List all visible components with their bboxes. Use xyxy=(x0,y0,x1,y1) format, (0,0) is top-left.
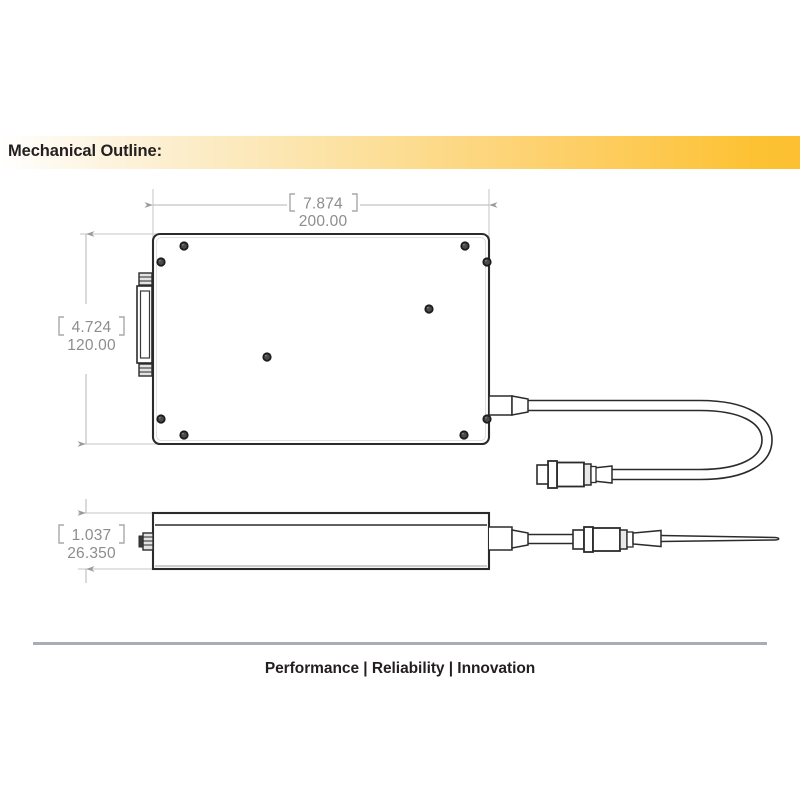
section-header-band xyxy=(0,136,800,169)
mechanical-outline-drawing: 7.874 200.00 4.724 120.00 xyxy=(58,189,780,583)
sma-connector-top-view xyxy=(536,460,613,489)
enclosure-top-outline xyxy=(151,232,491,446)
mechanical-drawing-container: 7.874 200.00 4.724 120.00 xyxy=(0,169,800,629)
screw-bottom-right-upper xyxy=(482,414,492,424)
dimension-thickness-inches: 1.037 xyxy=(72,527,112,544)
side-view xyxy=(138,511,780,571)
cable-top-view xyxy=(488,395,773,481)
dsub-connector-side-view xyxy=(138,532,154,551)
screw-bottom-left-lower xyxy=(179,430,189,440)
footer-divider xyxy=(33,642,767,645)
dimension-width-mm: 200.00 xyxy=(299,213,348,230)
dimension-thickness-mm: 26.350 xyxy=(67,545,116,562)
top-view xyxy=(136,232,773,489)
sma-connector-side-view xyxy=(572,526,780,553)
screw-top-left-upper xyxy=(179,241,189,251)
dimension-width-inches: 7.874 xyxy=(303,196,343,213)
dimension-width: 7.874 200.00 xyxy=(144,189,498,241)
dimension-width-bracket xyxy=(289,193,358,212)
screw-top-right-upper xyxy=(460,241,470,251)
screw-center-right xyxy=(424,304,434,314)
dsub-connector-top-view xyxy=(136,272,153,377)
dimension-thickness-bracket xyxy=(58,524,125,544)
screw-bottom-right-lower xyxy=(459,430,469,440)
cable-side-view xyxy=(489,526,573,551)
screw-bottom-left-upper xyxy=(156,414,166,424)
dimension-height: 4.724 120.00 xyxy=(58,231,160,447)
screw-center-left xyxy=(262,352,272,362)
enclosure-side-outline xyxy=(151,511,491,571)
dimension-height-inches: 4.724 xyxy=(72,319,112,336)
page-title: Mechanical Outline: xyxy=(8,142,162,160)
dimension-height-bracket xyxy=(58,316,125,336)
dimension-height-mm: 120.00 xyxy=(67,337,116,354)
dimension-thickness: 1.037 26.350 xyxy=(58,499,160,583)
screw-top-right-lower xyxy=(482,257,492,267)
footer-tagline: Performance | Reliability | Innovation xyxy=(264,660,536,677)
screw-top-left-lower xyxy=(156,257,166,267)
